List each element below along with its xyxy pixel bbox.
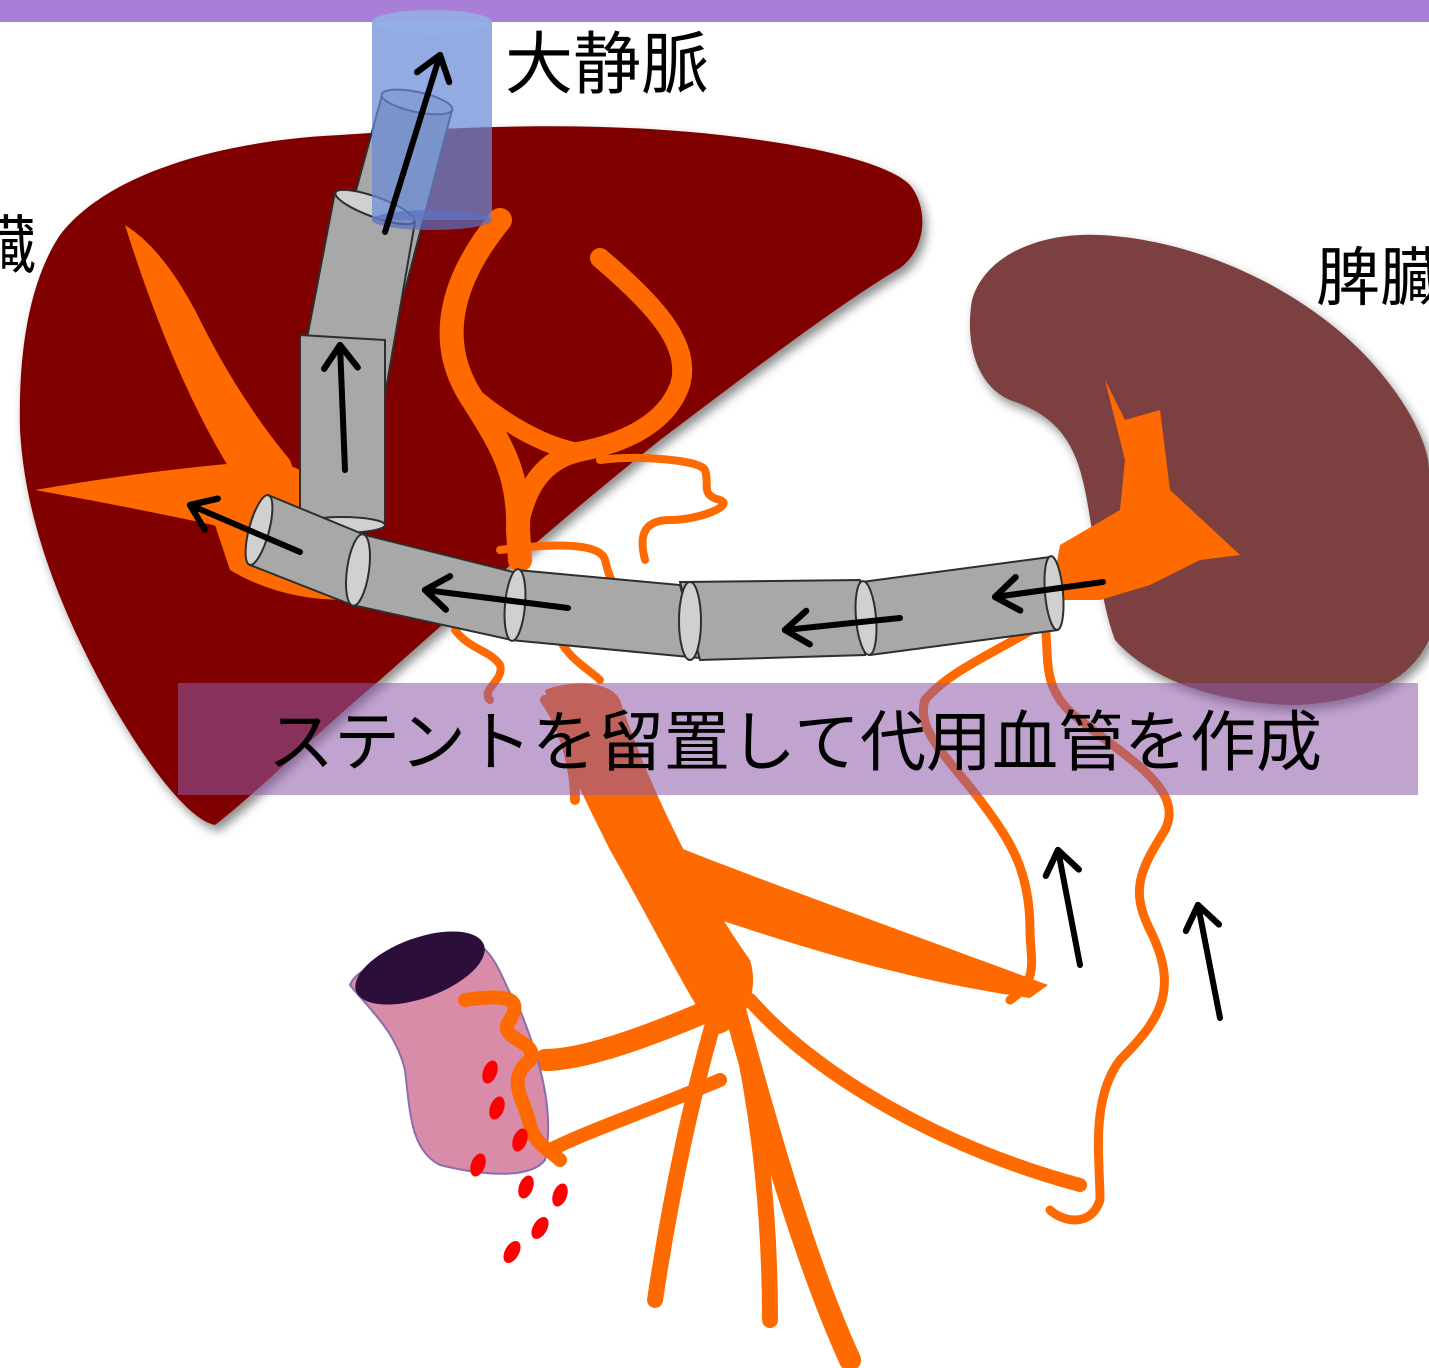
liver-label: 臓 <box>0 210 36 284</box>
liver-shape <box>19 126 923 825</box>
caption-banner-bg <box>178 683 1418 795</box>
blood-drop <box>489 1096 505 1120</box>
vena-cava-top <box>372 10 492 34</box>
vena-cava-body <box>372 22 492 220</box>
stent-segment-3 <box>503 568 702 660</box>
stent-end <box>854 580 878 656</box>
flow-arrow <box>1182 901 1223 1021</box>
stomach-opening <box>355 931 485 1005</box>
blood-drop <box>531 1217 549 1239</box>
spleen-shape <box>969 234 1429 705</box>
portal-connector <box>459 383 587 461</box>
bleeding-drops <box>470 1060 568 1263</box>
flow-arrow <box>421 573 571 613</box>
splenic-vein <box>1050 380 1240 600</box>
flow-arrow <box>186 495 303 555</box>
right-trunk-branch <box>660 840 1048 998</box>
vena-cava-bottom <box>372 210 492 230</box>
mesenteric-branch <box>732 1022 778 1328</box>
stent-end <box>678 581 702 661</box>
top-bar <box>0 0 1429 22</box>
stent-segment-2 <box>678 578 867 662</box>
collateral-vessel <box>596 454 728 564</box>
blood-drop <box>470 1153 486 1177</box>
flow-arrow <box>991 574 1106 614</box>
blood-drop <box>552 1183 568 1207</box>
blood-drop <box>518 1175 534 1199</box>
blood-drop <box>503 1241 521 1263</box>
flow-arrow <box>382 51 453 235</box>
stent-end <box>345 533 371 607</box>
mesenteric-branch <box>743 993 1087 1192</box>
flow-arrow <box>1042 846 1083 968</box>
right-portal-branch <box>508 248 693 540</box>
blood-drop <box>482 1060 498 1084</box>
caption-text: ステントを留置して代用血管を作成 <box>268 704 1322 781</box>
stent-segment-1 <box>854 555 1065 657</box>
gastric-branch <box>534 999 721 1071</box>
flow-arrows <box>186 51 1223 1021</box>
portal-trunk-system <box>534 683 1087 1368</box>
collateral-vessel-inner <box>918 620 1045 1005</box>
vena-cava <box>372 10 492 230</box>
spleen-label: 脾臓 <box>1316 242 1429 316</box>
mesenteric-branch <box>647 992 728 1308</box>
vena-cava-label: 大静脈 <box>505 26 709 105</box>
flow-arrow <box>781 607 903 648</box>
blood-drop <box>512 1128 528 1152</box>
upper-left-portal-branch <box>125 225 310 520</box>
gastric-varix <box>458 990 567 1167</box>
flow-arrow <box>320 341 361 473</box>
gastric-branch <box>543 1073 727 1157</box>
stent-end <box>503 568 527 642</box>
stent-end <box>1043 555 1065 631</box>
stomach <box>348 931 567 1175</box>
caption-banner: ステントを留置して代用血管を作成 <box>178 683 1418 795</box>
